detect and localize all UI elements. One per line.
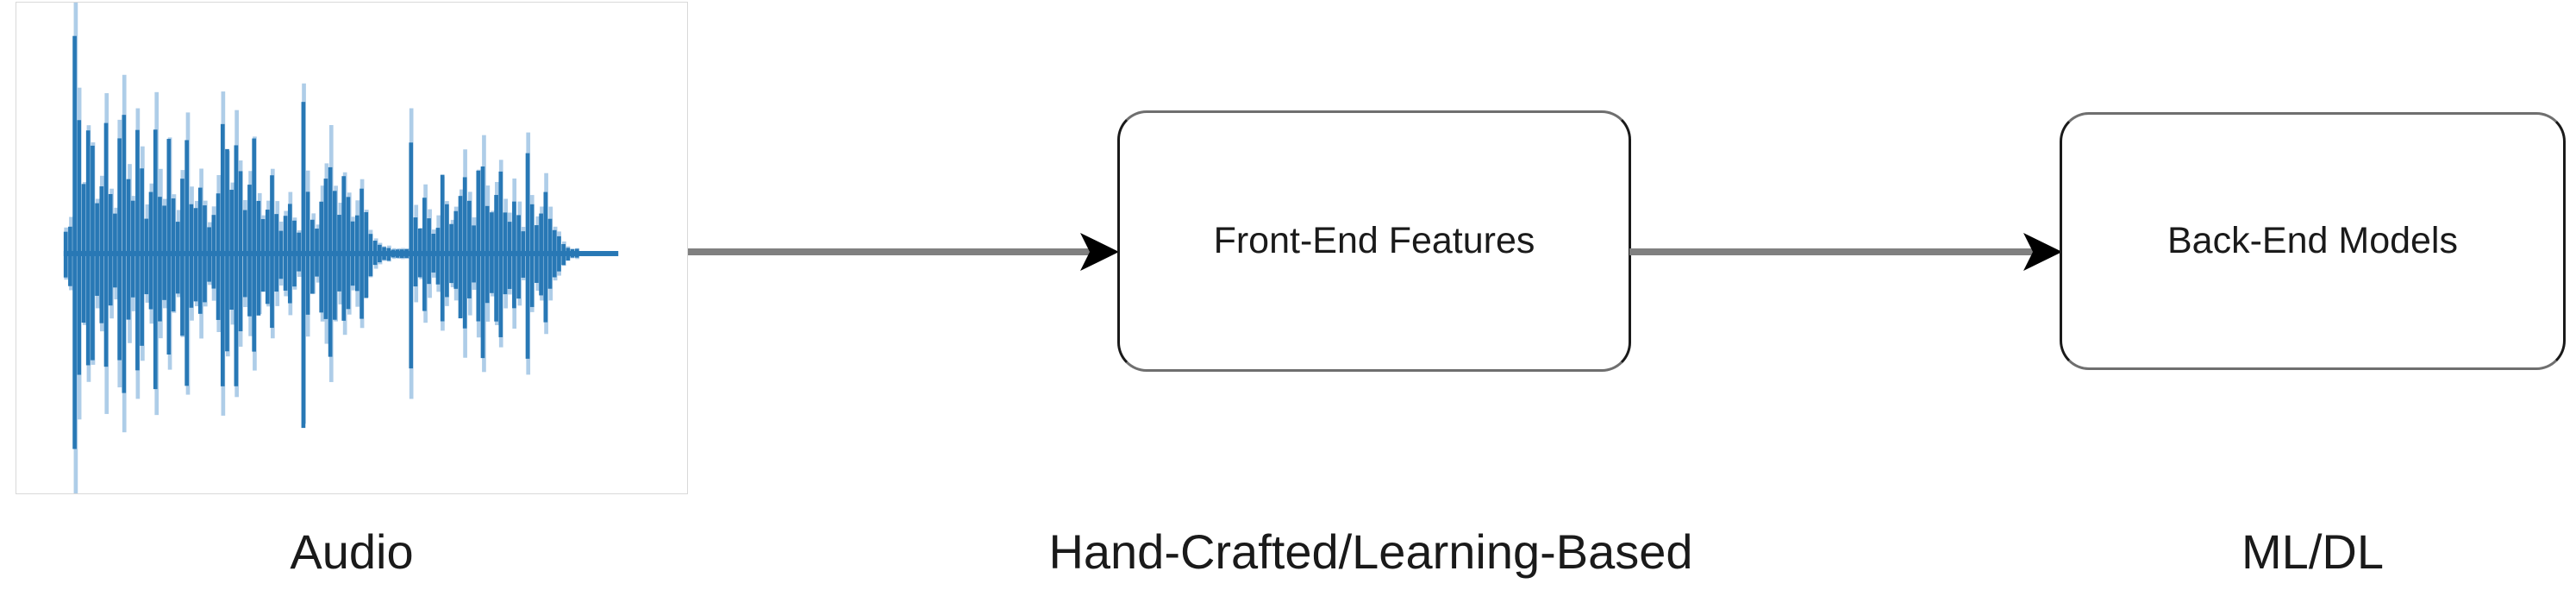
- connector-front-end-to-back-end: [1629, 226, 2062, 278]
- process-box-front-end-features[interactable]: Front-End Features: [1117, 110, 1631, 372]
- stage-caption-front-end: Hand-Crafted/Learning-Based: [1048, 524, 1693, 579]
- connector-audio-to-front-end: [688, 226, 1119, 278]
- stage-caption-audio: Audio: [290, 524, 414, 579]
- stage-caption-back-end: ML/DL: [2241, 524, 2384, 579]
- process-box-back-end-models[interactable]: Back-End Models: [2060, 112, 2566, 370]
- audio-waveform-thumbnail: [16, 2, 688, 494]
- audio-waveform-icon: [63, 3, 619, 493]
- process-box-label: Front-End Features: [1213, 220, 1535, 261]
- arrowhead-icon: [2023, 233, 2062, 271]
- arrowhead-icon: [1080, 233, 1119, 271]
- process-box-label: Back-End Models: [2167, 220, 2458, 261]
